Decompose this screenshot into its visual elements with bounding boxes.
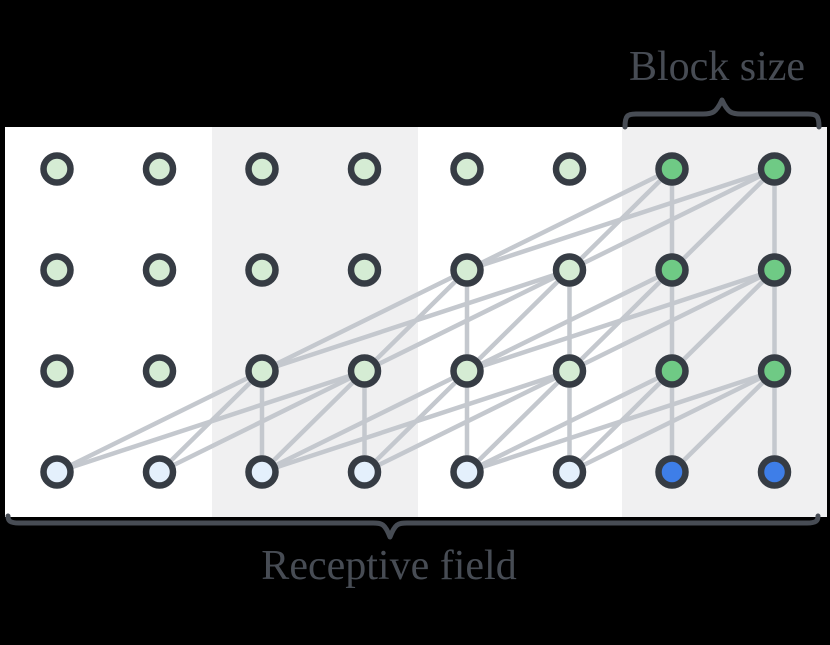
attention-edge [568, 368, 776, 475]
node-r3-c2 [142, 354, 177, 388]
node-r3-c5 [450, 354, 484, 388]
receptive-field-brace [5, 513, 821, 540]
node-r1-c5 [450, 152, 484, 186]
attention-edge [466, 166, 673, 273]
attention-edge [56, 368, 263, 475]
node-r2-c6 [552, 253, 587, 287]
node-r2-c1 [40, 253, 74, 287]
node-r4-c2 [142, 455, 177, 489]
attention-edge [261, 368, 468, 475]
attention-edge [465, 268, 572, 373]
attention-edge [363, 267, 571, 374]
node-r3-c6 [552, 354, 587, 388]
node-r1-c8 [757, 152, 792, 186]
node-r2-c2 [142, 253, 177, 287]
attention-edge [466, 368, 776, 475]
node-r4-c1 [40, 455, 74, 489]
node-r1-c7 [655, 152, 689, 186]
node-r3-c4 [347, 354, 382, 388]
node-r4-c5 [450, 455, 484, 489]
node-r4-c6 [552, 455, 587, 489]
attention-edge [670, 369, 777, 474]
attention-edge [670, 268, 777, 373]
node-r2-c4 [347, 253, 382, 287]
attention-edge [466, 267, 673, 374]
node-r1-c3 [245, 152, 279, 186]
attention-edge [261, 368, 571, 475]
node-r4-c4 [347, 455, 382, 489]
node-r4-c7 [655, 455, 689, 489]
attention-edge [466, 368, 673, 475]
attention-edge [568, 267, 776, 374]
attention-edge [261, 267, 571, 374]
node-r1-c6 [552, 152, 587, 186]
node-r1-c1 [40, 152, 74, 186]
block-size-brace [622, 97, 822, 130]
attention-edge [466, 267, 776, 374]
attention-edge [568, 166, 776, 273]
attention-edge [465, 369, 572, 474]
attention-edge [466, 166, 776, 273]
node-r4-c8 [757, 455, 792, 489]
block-size-label: Block size [628, 44, 806, 90]
node-r2-c3 [245, 253, 279, 287]
node-r2-c8 [757, 253, 792, 287]
node-r3-c7 [655, 354, 689, 388]
attention-edge [56, 368, 366, 475]
node-r1-c2 [142, 152, 177, 186]
attention-edge [261, 267, 468, 374]
node-r3-c3 [245, 354, 279, 388]
node-r3-c1 [40, 354, 74, 388]
attention-edge [670, 167, 777, 272]
node-r3-c8 [757, 354, 792, 388]
attention-edge [158, 368, 366, 475]
node-r4-c3 [245, 455, 279, 489]
receptive-field-label: Receptive field [261, 543, 517, 589]
attention-edge [363, 368, 571, 475]
node-r1-c4 [347, 152, 382, 186]
node-r2-c7 [655, 253, 689, 287]
attention-edge [260, 369, 367, 474]
node-r2-c5 [450, 253, 484, 287]
